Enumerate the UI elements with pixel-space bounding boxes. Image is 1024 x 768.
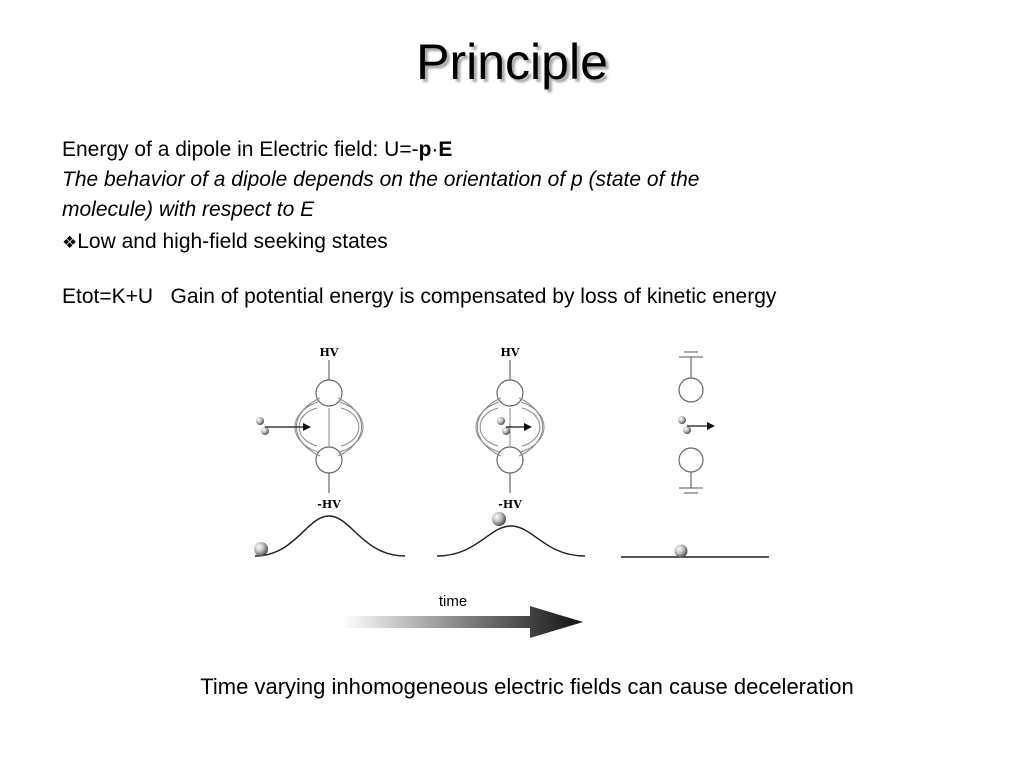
time-arrow: time (343, 593, 583, 638)
panel-1-top-electrode (315, 379, 343, 407)
panel-2-bottom-electrode (496, 446, 524, 474)
dipole-behavior-line-1: The behavior of a dipole depends on the … (62, 168, 700, 191)
energy-formula-line: Energy of a dipole in Electric field: U=… (62, 135, 452, 165)
panel-3-bottom-electrode (678, 447, 704, 473)
panel-1-hv-label: HV (320, 346, 339, 359)
potential-curve-2 (436, 525, 586, 557)
panel-1-neg-hv-label: -HV (317, 498, 341, 511)
formula-e: E (438, 138, 453, 161)
molecule-ball-2 (492, 512, 506, 526)
bullet-text: Low and high-field seeking states (77, 230, 388, 253)
formula-dot: · (431, 138, 439, 161)
deceleration-diagram: HV -HV HV -HV (254, 346, 769, 638)
panel-1-bottom-electrode (315, 446, 343, 474)
panel-2-hv-label: HV (501, 346, 520, 359)
molecule-ball-1 (254, 542, 268, 556)
panel-3-grounded-electrodes (678, 351, 715, 494)
potential-curves (254, 512, 769, 558)
energy-formula-prefix: Energy of a dipole in Electric field: U=… (62, 138, 419, 161)
panel-2-top-electrode (496, 379, 524, 407)
formula-p: p (418, 138, 432, 161)
potential-curve-1 (254, 515, 406, 557)
time-label: time (439, 593, 467, 610)
energy-conservation-line: Etot=K+U Gain of potential energy is com… (62, 285, 777, 308)
diamond-bullet-icon: ❖ (62, 233, 78, 252)
panel-3-top-electrode (678, 377, 704, 403)
panel-2-field-lines (475, 397, 545, 457)
panel-1-electrodes: HV -HV (256, 346, 364, 511)
slide-caption: Time varying inhomogeneous electric fiel… (200, 674, 854, 699)
panel-2-electrodes: HV -HV (475, 346, 545, 511)
time-arrow-shape (343, 606, 583, 638)
molecule-ball-3 (674, 544, 688, 558)
bullet-item: ❖Low and high-field seeking states (62, 227, 388, 258)
slide-title: Principle (416, 34, 608, 90)
panel-1-field-lines (294, 397, 364, 457)
panel-2-neg-hv-label: -HV (498, 498, 522, 511)
dipole-behavior-line-2: molecule) with respect to E (62, 198, 315, 221)
